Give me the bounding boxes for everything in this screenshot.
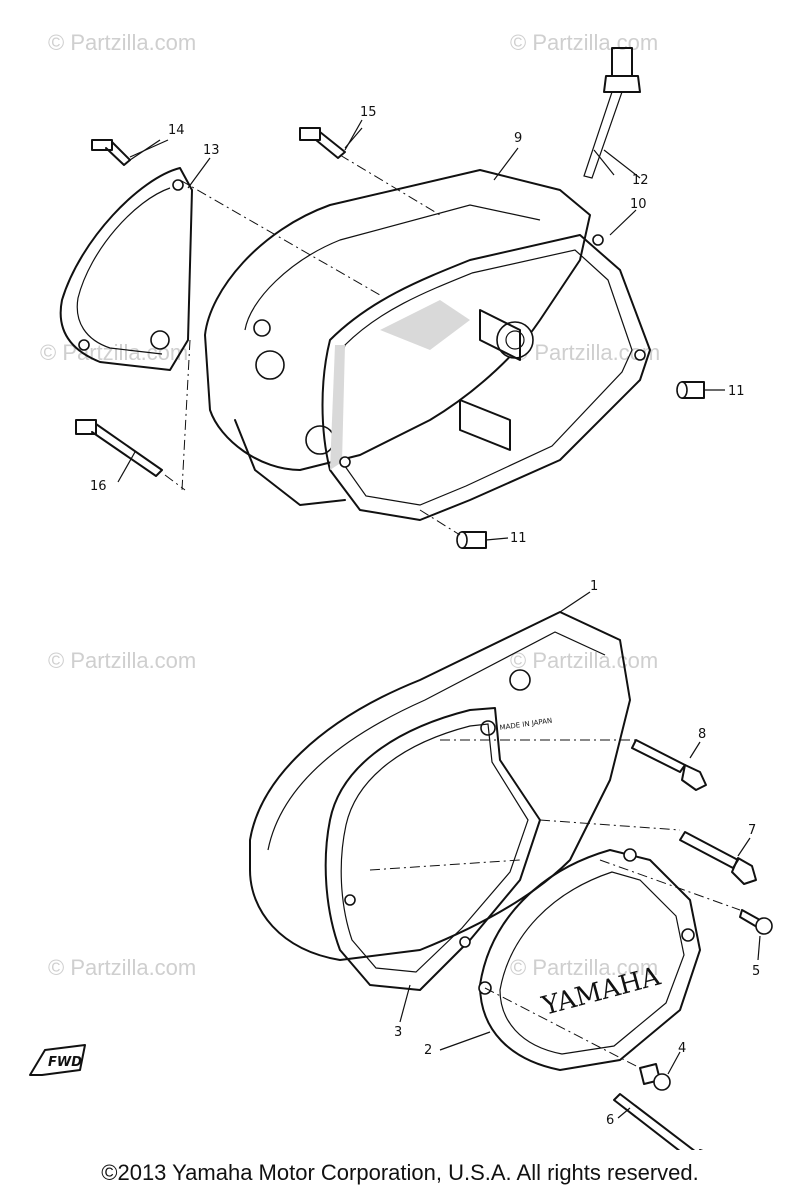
part-7-bolt xyxy=(679,831,757,885)
callout-15: 15 xyxy=(360,105,377,120)
part-8-bolt xyxy=(631,739,707,791)
callout-labels: 14 13 15 9 12 10 11 16 11 1 8 7 5 3 2 4 … xyxy=(90,105,760,1128)
callout-8: 8 xyxy=(698,727,706,742)
exploded-parts-diagram: © Partzilla.com © Partzilla.com © Partzi… xyxy=(29,30,773,1150)
callout-11: 11 xyxy=(510,531,527,546)
callout-10: 10 xyxy=(630,197,647,212)
cover-stamp: MADE IN JAPAN xyxy=(499,717,553,732)
part-12-dipstick xyxy=(583,47,641,179)
watermark: © Partzilla.com xyxy=(510,30,658,55)
alignment-lines-lower xyxy=(369,739,741,1069)
part-4-screw xyxy=(639,1063,671,1091)
watermark: © Partzilla.com xyxy=(48,955,196,980)
callout-9: 9 xyxy=(514,131,522,146)
callout-16: 16 xyxy=(90,479,107,494)
part-11-dowel-pin xyxy=(456,531,487,549)
alignment-lines xyxy=(164,154,461,536)
part-6-bolt xyxy=(613,1093,704,1150)
watermark: © Partzilla.com xyxy=(510,648,658,673)
part-9-crankcase-cover xyxy=(204,169,591,506)
part-13-cover-plate xyxy=(59,167,193,371)
part-14-bolt xyxy=(91,139,161,166)
watermark: © Partzilla.com xyxy=(48,30,196,55)
watermark: © Partzilla.com xyxy=(510,955,658,980)
callout-14: 14 xyxy=(168,123,185,138)
callout-13: 13 xyxy=(203,143,220,158)
part-15-bolt xyxy=(299,127,363,159)
part-3-gasket xyxy=(324,707,541,991)
part-10-gasket xyxy=(321,234,651,521)
fwd-label: FWD xyxy=(48,1055,82,1070)
callout-3: 3 xyxy=(394,1025,402,1040)
callout-12: 12 xyxy=(632,173,649,188)
callout-2: 2 xyxy=(424,1043,432,1058)
callout-7: 7 xyxy=(748,823,756,838)
callout-1: 1 xyxy=(590,579,598,594)
callout-11: 11 xyxy=(728,384,745,399)
part-5-screw xyxy=(739,909,773,935)
copyright-notice: ©2013 Yamaha Motor Corporation, U.S.A. A… xyxy=(101,1160,699,1185)
watermark: © Partzilla.com xyxy=(48,648,196,673)
callout-5: 5 xyxy=(752,964,760,979)
leader-lines xyxy=(117,119,761,1119)
watermarks: © Partzilla.com © Partzilla.com © Partzi… xyxy=(40,30,660,980)
part-11-dowel-pin xyxy=(676,381,705,399)
callout-6: 6 xyxy=(606,1113,614,1128)
callout-4: 4 xyxy=(678,1041,686,1056)
part-16-bolt xyxy=(75,419,163,477)
fwd-arrow-icon: FWD xyxy=(29,1044,86,1076)
